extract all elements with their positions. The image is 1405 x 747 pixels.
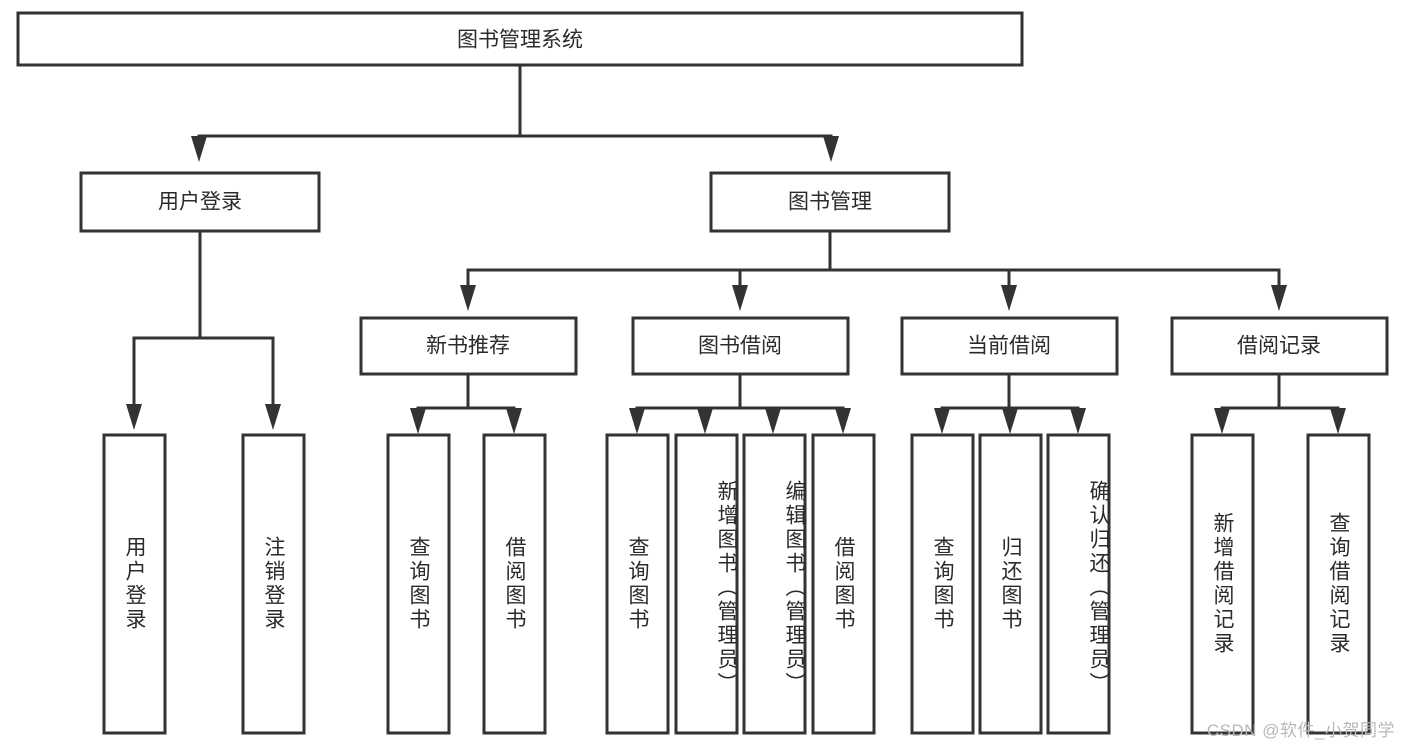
node-book-borrow-label: 图书借阅	[698, 335, 782, 358]
node-new-book-recommend[interactable]: 新书推荐	[359, 316, 578, 376]
node-borrow-record-box	[1170, 316, 1389, 376]
node-book-manage[interactable]: 图书管理	[709, 171, 951, 233]
arrow-root-to-user-login	[191, 136, 207, 162]
leaf-box-bookborrow-3[interactable]	[742, 433, 807, 735]
arrow-bookborrow-leaf-1	[629, 408, 645, 434]
leaf-box-borrowrecord-2[interactable]	[1306, 433, 1371, 735]
node-book-manage-label: 图书管理	[788, 191, 872, 214]
leaf-box-currentborrow-1[interactable]	[910, 433, 975, 735]
node-book-borrow[interactable]: 图书借阅	[631, 316, 850, 376]
node-book-borrow-box	[631, 316, 850, 376]
node-borrow-record[interactable]: 借阅记录	[1170, 316, 1389, 376]
arrow-to-borrow-record	[1271, 285, 1287, 311]
node-root-system[interactable]: 图书管理系统	[16, 11, 1024, 67]
arrow-currentborrow-leaf-1	[934, 408, 950, 434]
arrow-newbook-leaf-2	[506, 408, 522, 434]
arrow-to-leaf-user-login-1	[126, 404, 142, 430]
arrow-bookborrow-leaf-4	[835, 408, 851, 434]
node-new-book-label: 新书推荐	[426, 335, 510, 358]
arrow-currentborrow-leaf-2	[1002, 408, 1018, 434]
node-user-login[interactable]: 用户登录	[79, 171, 321, 233]
arrow-to-new-book	[460, 285, 476, 311]
node-current-borrow-label: 当前借阅	[967, 335, 1051, 358]
leaf-box-bookborrow-2[interactable]	[674, 433, 739, 735]
node-book-manage-box	[709, 171, 951, 233]
leaf-box-currentborrow-3[interactable]	[1046, 433, 1111, 735]
arrow-bookborrow-leaf-2	[697, 408, 713, 434]
leaf-box-currentborrow-2[interactable]	[978, 433, 1043, 735]
arrow-to-current-borrow	[1001, 285, 1017, 311]
leaf-box-user-login-1[interactable]	[102, 433, 167, 735]
node-current-borrow[interactable]: 当前借阅	[900, 316, 1119, 376]
leaf-box-newbook-2[interactable]	[482, 433, 547, 735]
arrow-newbook-leaf-1	[410, 408, 426, 434]
arrow-borrowrecord-leaf-2	[1330, 408, 1346, 434]
leaf-box-bookborrow-1[interactable]	[605, 433, 670, 735]
arrow-currentborrow-leaf-3	[1070, 408, 1086, 434]
node-root-box	[16, 11, 1024, 67]
arrow-bookborrow-leaf-3	[765, 408, 781, 434]
node-user-login-label: 用户登录	[158, 191, 242, 214]
leaf-box-newbook-1[interactable]	[386, 433, 451, 735]
csdn-watermark: CSDN @软件_小贺同学	[1206, 721, 1395, 740]
node-current-borrow-box	[900, 316, 1119, 376]
arrow-to-book-borrow	[732, 285, 748, 311]
arrow-root-to-book-manage	[823, 136, 839, 162]
leaf-box-borrowrecord-1[interactable]	[1190, 433, 1255, 735]
node-borrow-record-label: 借阅记录	[1237, 335, 1321, 358]
leaf-box-bookborrow-4[interactable]	[811, 433, 876, 735]
leaf-box-user-login-2[interactable]	[241, 433, 306, 735]
arrow-to-leaf-user-login-2	[265, 404, 281, 430]
node-new-book-box	[359, 316, 578, 376]
node-root-label: 图书管理系统	[457, 29, 583, 52]
arrow-borrowrecord-leaf-1	[1214, 408, 1230, 434]
